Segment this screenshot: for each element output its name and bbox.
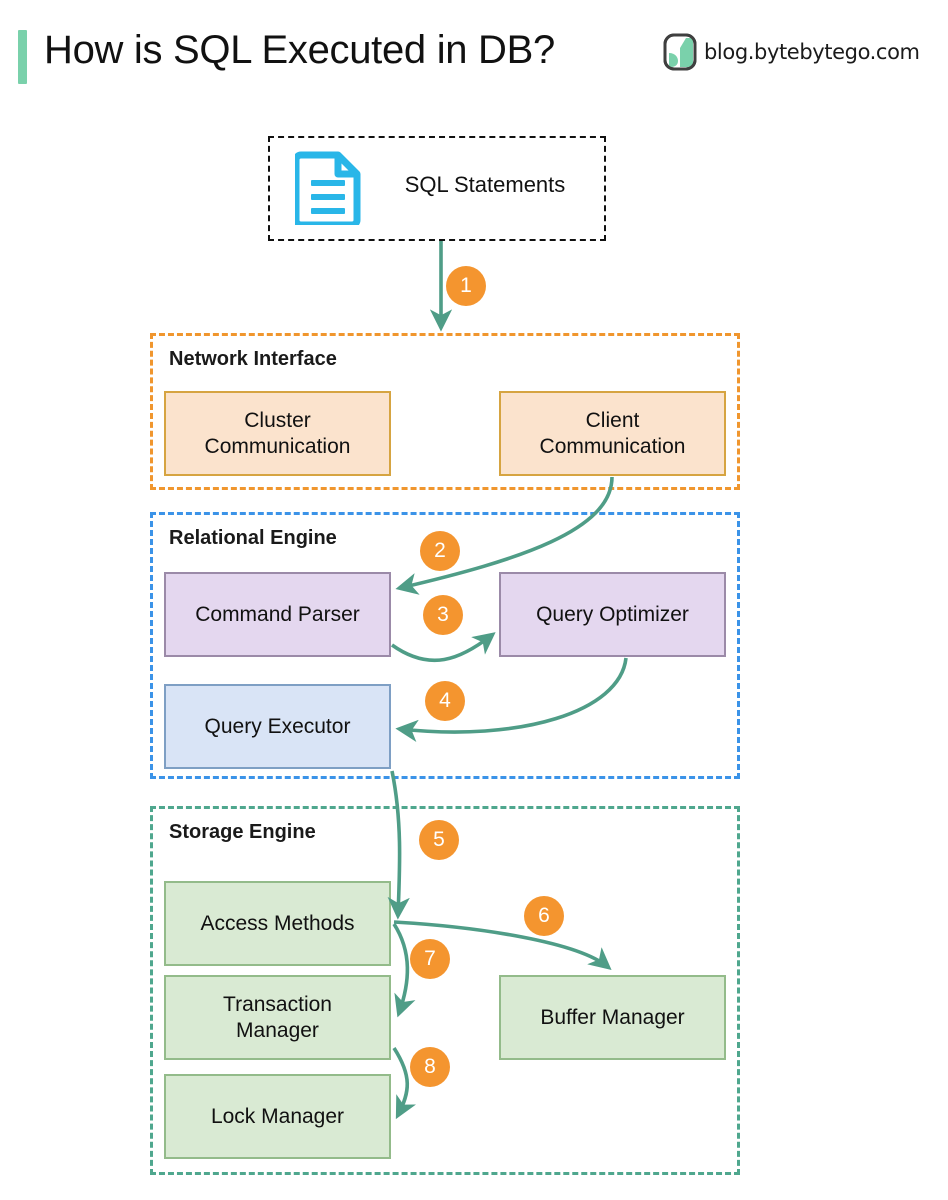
document-icon	[295, 151, 361, 225]
group-storage-engine: Storage Engine	[150, 806, 740, 1175]
title-accent-bar	[18, 30, 27, 84]
page-header: How is SQL Executed in DB? blog.bytebyte…	[0, 0, 948, 100]
sql-statements-container	[268, 136, 606, 241]
step-badge-2: 2	[420, 531, 460, 571]
sql-statements-label: SQL Statements	[404, 172, 566, 197]
bytebytego-logo-icon	[663, 33, 697, 71]
step-badge-4: 4	[425, 681, 465, 721]
step-badge-3: 3	[423, 595, 463, 635]
step-badge-6: 6	[524, 896, 564, 936]
node-label: Buffer Manager	[540, 1005, 685, 1029]
step-badge-1: 1	[446, 266, 486, 306]
node-command-parser[interactable]: Command Parser	[164, 572, 391, 657]
node-query-executor[interactable]: Query Executor	[164, 684, 391, 769]
step-badge-7: 7	[410, 939, 450, 979]
page-title: How is SQL Executed in DB?	[44, 28, 555, 72]
group-label-relational-engine: Relational Engine	[169, 527, 337, 549]
step-badge-5: 5	[419, 820, 459, 860]
node-access-methods[interactable]: Access Methods	[164, 881, 391, 966]
node-lock-manager[interactable]: Lock Manager	[164, 1074, 391, 1159]
node-buffer-manager[interactable]: Buffer Manager	[499, 975, 726, 1060]
node-label: Command Parser	[195, 602, 360, 626]
node-label: Lock Manager	[210, 1104, 345, 1128]
node-label: Query Optimizer	[536, 602, 689, 626]
node-label: Access Methods	[200, 911, 355, 935]
step-badge-8: 8	[410, 1047, 450, 1087]
brand-watermark: blog.bytebytego.com	[663, 33, 920, 71]
group-label-network-interface: Network Interface	[169, 348, 337, 370]
node-query-optimizer[interactable]: Query Optimizer	[499, 572, 726, 657]
node-label: Query Executor	[204, 714, 351, 738]
group-label-storage-engine: Storage Engine	[169, 821, 316, 843]
brand-text: blog.bytebytego.com	[704, 40, 920, 64]
